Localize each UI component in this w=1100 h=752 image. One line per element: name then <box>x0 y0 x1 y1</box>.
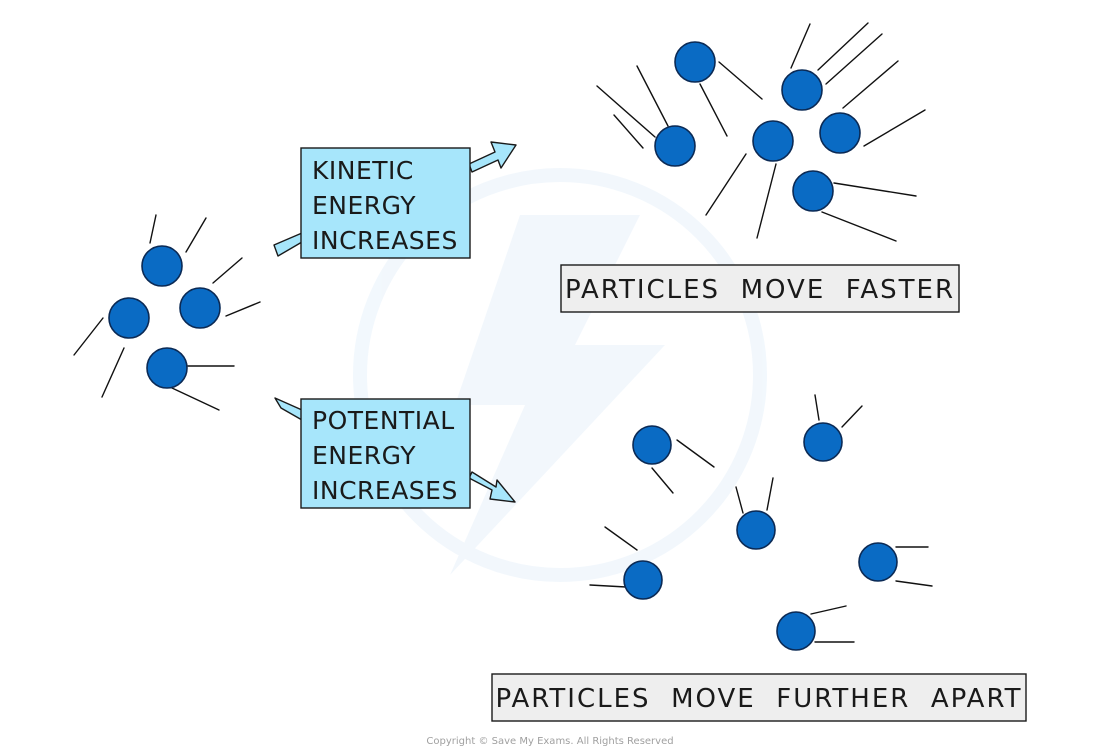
particle <box>141 245 183 287</box>
particle <box>858 542 898 582</box>
kinetic-line-1: KINETIC <box>312 156 414 185</box>
particle <box>146 347 188 389</box>
initial-particles <box>73 214 261 411</box>
faster-particle-lines <box>596 22 926 242</box>
potential-arrow <box>274 397 516 503</box>
kinetic-line-3: INCREASES <box>312 226 458 255</box>
kinetic-energy-box: KINETIC ENERGY INCREASES <box>300 147 471 259</box>
particle <box>674 41 716 83</box>
potential-line-2: ENERGY <box>312 441 416 470</box>
particle <box>776 611 816 651</box>
initial-particle-circles <box>108 245 221 389</box>
particle <box>736 510 776 550</box>
particle <box>179 287 221 329</box>
particle <box>752 120 794 162</box>
apart-particle-circles <box>623 422 898 651</box>
faster-particle-circles <box>654 41 861 212</box>
kinetic-line-2: ENERGY <box>312 191 416 220</box>
potential-line-1: POTENTIAL <box>312 406 455 435</box>
copyright-text: Copyright © Save My Exams. All Rights Re… <box>426 736 674 747</box>
particle <box>108 297 150 339</box>
apart-label-box: PARTICLES MOVE FURTHER APART <box>491 673 1027 722</box>
potential-line-3: INCREASES <box>312 476 458 505</box>
particle <box>623 560 663 600</box>
faster-label: PARTICLES MOVE FASTER <box>565 275 955 305</box>
particle <box>819 112 861 154</box>
particle <box>781 69 823 111</box>
particle <box>632 425 672 465</box>
particle <box>654 125 696 167</box>
potential-energy-box: POTENTIAL ENERGY INCREASES <box>300 398 471 509</box>
watermark-logo <box>353 168 767 582</box>
particle <box>792 170 834 212</box>
particle <box>803 422 843 462</box>
apart-particle-lines <box>589 394 933 643</box>
apart-label: PARTICLES MOVE FURTHER APART <box>495 684 1022 714</box>
faster-label-box: PARTICLES MOVE FASTER <box>560 264 960 313</box>
